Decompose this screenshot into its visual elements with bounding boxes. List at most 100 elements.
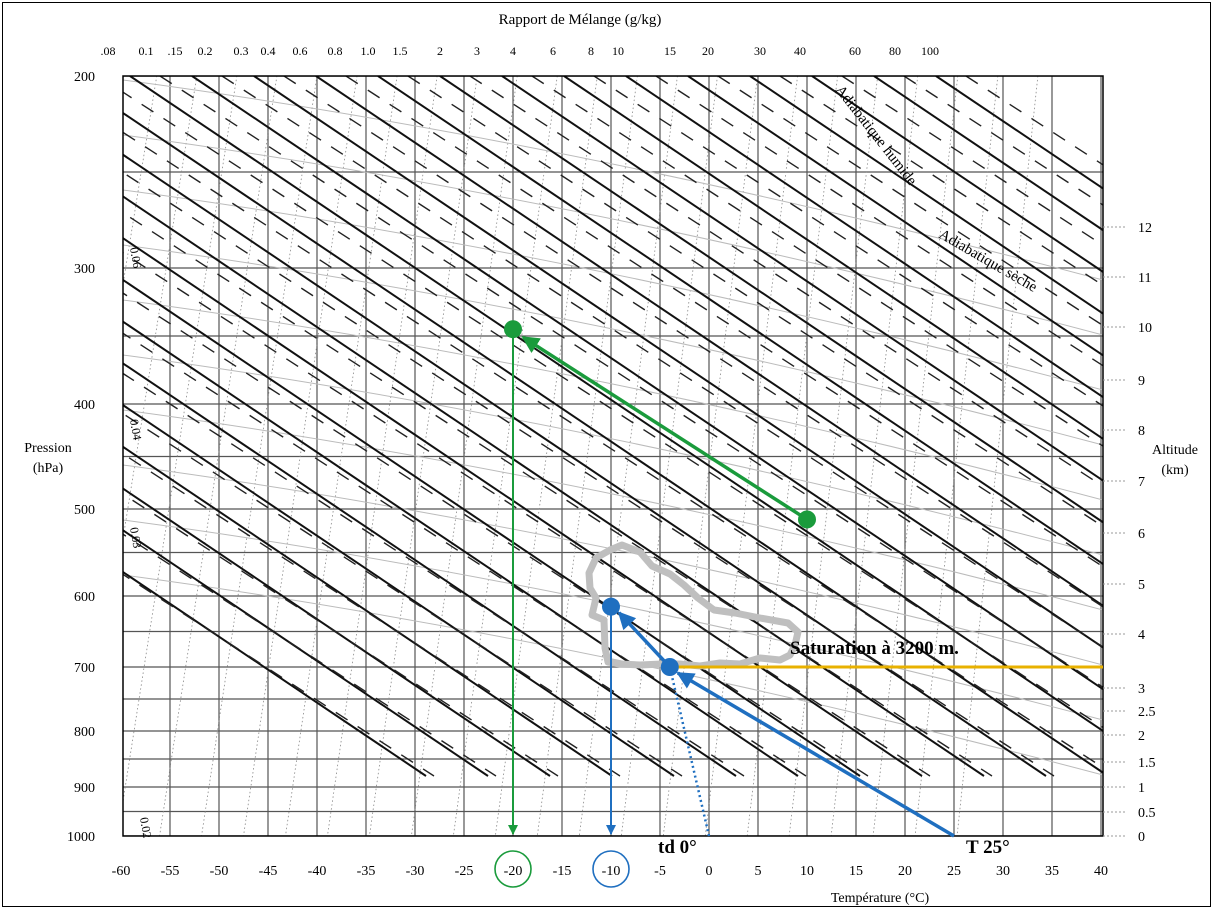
dry-adiabat-line — [377, 76, 1103, 566]
mixing-ratio-line — [123, 76, 158, 287]
dry-adiabat-line — [123, 195, 985, 777]
green-ascent-arrow — [521, 335, 808, 521]
pressure-tick-label: 800 — [74, 725, 95, 740]
circled-tick-green — [494, 850, 532, 888]
pressure-tick-label: 200 — [74, 70, 95, 85]
altitude-tick-label: 8 — [1138, 424, 1145, 439]
saturation-annotation: Saturation à 3200 m. — [790, 638, 959, 659]
mixing-ratio-line — [746, 76, 839, 836]
mixing-ratio-line — [704, 76, 798, 836]
dry-adiabat-line — [123, 403, 675, 777]
grey-isotherm-curve — [123, 464, 1103, 666]
plot-border — [122, 75, 1104, 837]
mixing-ratio-tick-label: 4 — [510, 44, 516, 58]
right-axis-label: Altitude — [1152, 443, 1198, 458]
altitude-tick-label: 2.5 — [1138, 705, 1156, 720]
moist-adiabat-line — [123, 573, 435, 777]
x-tick-label: -60 — [112, 864, 131, 879]
mixing-ratio-line — [494, 76, 598, 836]
dry-adiabat-line — [123, 487, 551, 777]
mixing-ratio-line — [914, 76, 999, 836]
x-axis-label: Température (°C) — [831, 891, 930, 906]
dry-adiabat-line — [253, 76, 1103, 649]
altitude-tick-label: 5 — [1138, 578, 1145, 593]
mixing-ratio-tick-label: 0.1 — [139, 44, 154, 58]
pressure-tick-label: 600 — [74, 590, 95, 605]
altitude-tick-label: 11 — [1138, 271, 1151, 286]
temperature-annotation: T 25° — [966, 837, 1010, 858]
chart-title: Rapport de Mélange (g/kg) — [499, 12, 662, 28]
dry-adiabat-line — [123, 570, 427, 777]
x-tick-label: -15 — [553, 864, 572, 879]
x-tick-label: 5 — [755, 864, 762, 879]
mixing-ratio-tick-label: 0.3 — [234, 44, 249, 58]
mixing-ratio-line — [123, 76, 198, 542]
moist-adiabat-line — [123, 493, 559, 777]
x-tick-label: -55 — [161, 864, 180, 879]
moist-adiabat-line — [717, 76, 1103, 327]
x-tick-label: 35 — [1045, 864, 1059, 879]
pressure-tick-label: 900 — [74, 781, 95, 796]
blue-point-marker — [602, 597, 620, 616]
moist-ascent-arrow — [617, 611, 672, 669]
dry-ascent-arrow — [676, 671, 955, 838]
mixing-ratio-tick-label: .15 — [168, 44, 183, 58]
mixing-ratio-tick-label: 1.5 — [393, 44, 408, 58]
mixing-ratio-tick-label: 100 — [921, 44, 939, 58]
moist-adiabat-line — [593, 76, 1103, 407]
x-tick-label: -35 — [357, 864, 376, 879]
dry-adiabat-line — [191, 76, 1103, 691]
mixing-ratio-tick-label: 10 — [612, 44, 624, 58]
left-mixing-label: 0.06 — [127, 246, 144, 269]
mixing-ratio-tick-label: 0.4 — [261, 44, 276, 58]
mixing-ratio-tick-label: 2 — [437, 44, 443, 58]
altitude-tick-label: 7 — [1138, 475, 1145, 490]
dry-adiabat-line — [687, 76, 1103, 357]
dry-adiabat-line — [123, 320, 799, 777]
mixing-ratio-line — [578, 76, 678, 836]
moist-adiabat-line — [123, 412, 683, 777]
pressure-tick-label: 400 — [74, 398, 95, 413]
left-axis-unit: (hPa) — [33, 461, 64, 476]
dry-adiabat-line — [123, 445, 613, 777]
altitude-tick-label: 1 — [1138, 781, 1145, 796]
dry-adiabat-line — [501, 76, 1103, 482]
moist-adiabat-line — [221, 76, 1103, 648]
pressure-tick-label: 300 — [74, 262, 95, 277]
mixing-ratio-tick-label: 0.6 — [293, 44, 308, 58]
x-tick-label: 25 — [947, 864, 961, 879]
grey-isotherm-curve — [123, 79, 1103, 281]
dry-adiabat-line — [625, 76, 1103, 399]
moist-adiabat-line — [903, 76, 1103, 206]
altitude-tick-label: 1.5 — [1138, 756, 1156, 771]
mixing-ratio-tick-label: 15 — [664, 44, 676, 58]
altitude-tick-label: 9 — [1138, 374, 1145, 389]
dry-adiabat-line — [123, 529, 489, 777]
mixing-ratio-line — [285, 76, 398, 836]
dry-adiabat-line — [811, 76, 1103, 274]
mixing-ratio-tick-label: 30 — [754, 44, 766, 58]
x-tick-label: 30 — [996, 864, 1010, 879]
grey-isotherm-curve — [123, 134, 1103, 336]
moist-adiabat-line — [123, 91, 1103, 729]
moist-adiabat-line — [407, 76, 1103, 528]
left-mixing-label: 0.02 — [137, 816, 154, 839]
moist-adiabat-line — [531, 76, 1103, 447]
moist-adiabat-line — [123, 332, 807, 777]
mixing-ratio-line — [159, 76, 278, 836]
moist-adiabat-line — [123, 453, 621, 777]
grey-isotherm-curve — [123, 189, 1103, 391]
altitude-tick-label: 4 — [1138, 628, 1145, 643]
green-point-marker — [504, 320, 522, 339]
mixing-ratio-line — [620, 76, 718, 836]
altitude-tick-label: 0 — [1138, 830, 1145, 845]
right-axis-unit: (km) — [1161, 463, 1189, 478]
x-tick-label: -10 — [602, 864, 621, 879]
plot-area — [123, 76, 1103, 836]
dry-adiabat-line — [123, 111, 1103, 774]
moist-adiabat-line — [123, 292, 869, 777]
mixing-ratio-line — [830, 76, 919, 836]
mixing-ratio-tick-label: .08 — [101, 44, 116, 58]
